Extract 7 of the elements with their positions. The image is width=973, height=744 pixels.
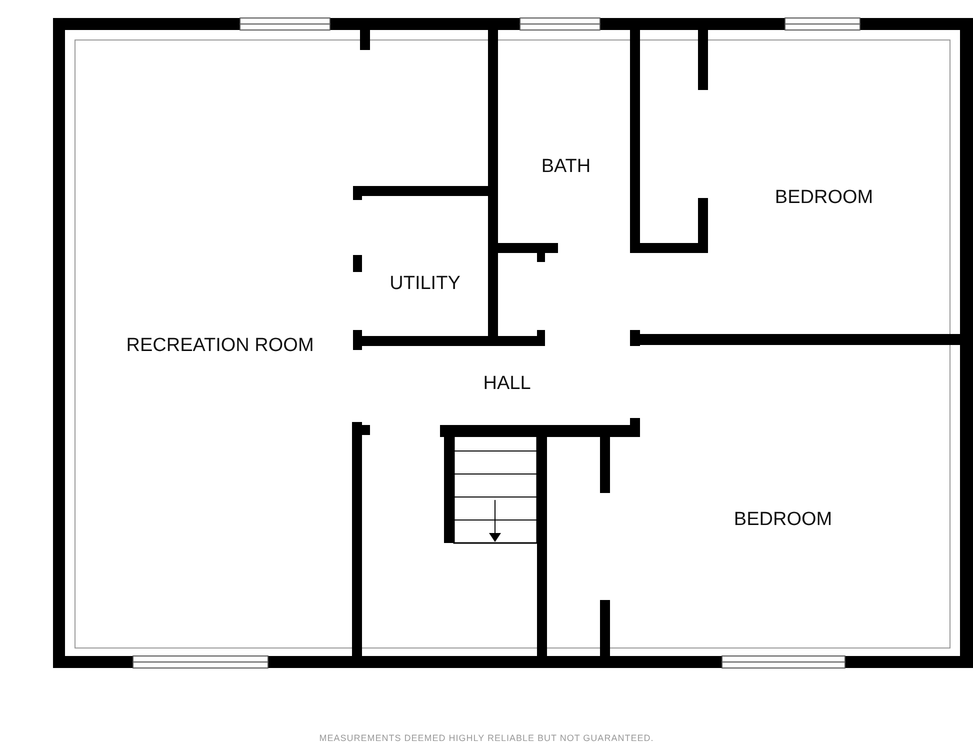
- room-label: BEDROOM: [774, 187, 874, 209]
- room-label: HALL: [483, 373, 531, 395]
- footer-note: MEASUREMENTS DEEMED HIGHLY RELIABLE BUT NOT GUARANTEED.: [319, 733, 654, 743]
- room-label: RECREATION ROOM: [126, 335, 314, 357]
- room-label: BEDROOM: [734, 509, 832, 531]
- room-label: BATH: [541, 156, 591, 178]
- room-label: UTILITY: [390, 273, 460, 295]
